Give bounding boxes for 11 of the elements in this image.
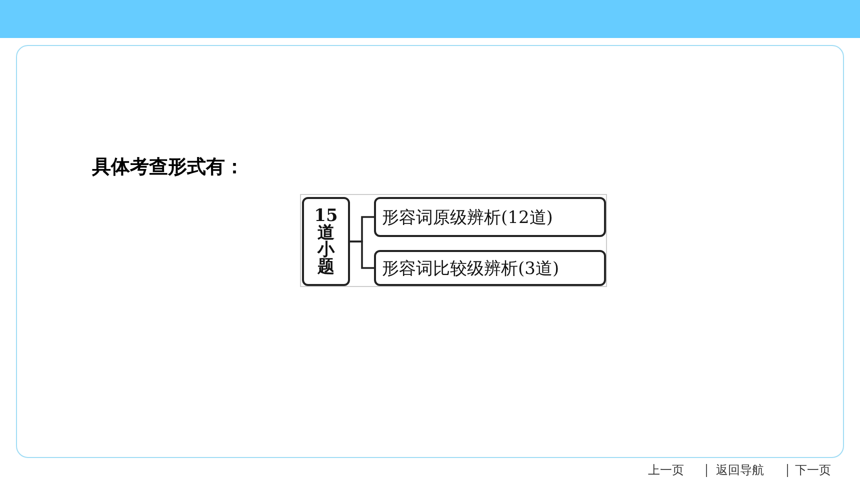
node-text: 15道小题	[313, 208, 339, 276]
heading-text: 具体考查形式有：	[92, 155, 244, 180]
node-text: 形容词比较级辨析(3道)	[382, 258, 560, 280]
back-to-navigation-link: 返回导航	[716, 462, 764, 479]
category-box	[374, 250, 606, 286]
previous-page-link: 上一页	[648, 462, 684, 479]
node-text: 形容词原级辨析(12道)	[382, 206, 553, 228]
category-box	[374, 197, 606, 237]
topic-box	[302, 197, 350, 286]
bracket-connector	[350, 240, 374, 269]
next-page-link: 下一页	[795, 462, 831, 479]
